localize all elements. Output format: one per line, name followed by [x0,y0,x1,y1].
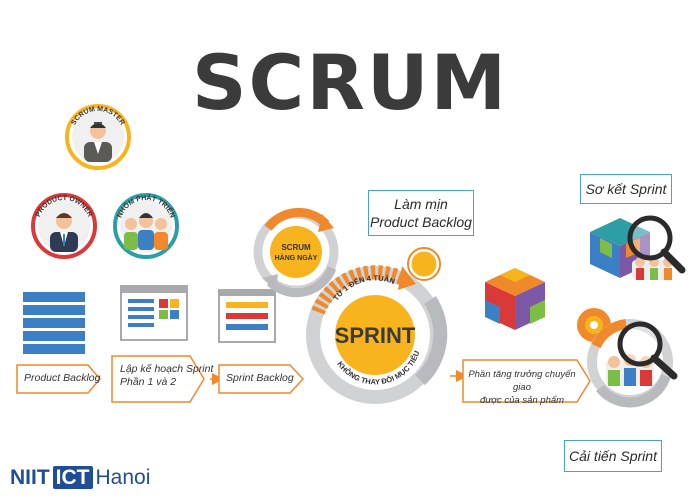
development-team-role [113,193,179,259]
sprint-cycle [306,247,448,404]
increment-line1: Phần tăng trưởng chuyển giao [468,369,576,393]
refine-line1: Làm mịn [394,196,448,212]
logo-part3: Hanoi [95,466,151,489]
daily-scrum-label-1: SCRUM [281,243,311,252]
refine-backlog-callout: Làm mịn Product Backlog [368,190,474,236]
daily-scrum-label-2: HÀNG NGÀY [275,253,318,262]
daily-scrum-cycle [253,207,339,298]
person-icon [84,122,112,162]
person-icon [50,213,78,252]
increment-line2: được của sản phẩm [479,395,565,406]
document-icon [120,285,188,341]
scrum-master-role [65,104,131,170]
refine-line2: Product Backlog [370,214,472,230]
sprint-retro-illustration [577,308,678,408]
magnifier-icon [617,321,678,380]
sprint-label: SPRINT [335,323,416,348]
page-title: SCRUM [191,38,509,127]
cube-icon [485,268,545,330]
sprint-planning-line2: Phần 1 và 2 [120,376,177,388]
logo-part1: NIIT [10,466,50,489]
sprint-planning-label: Lập kế hoạch Sprint Phần 1 và 2 [120,363,213,389]
document-icon [218,289,276,343]
magnifier-icon [627,215,686,274]
product-backlog-label: Product Backlog [24,372,101,384]
sprint-planning-line1: Lập kế hoạch Sprint [120,363,214,375]
increment-label: Phần tăng trưởng chuyển giao được của sả… [468,368,576,407]
person-icon [124,213,168,250]
sprint-backlog-label: Sprint Backlog [226,372,294,384]
sprint-retro-callout: Cải tiến Sprint [564,440,662,472]
logo-part2: ICT [52,466,93,489]
product-backlog-stack [23,292,85,354]
sprint-review-callout: Sơ kết Sprint [580,174,672,204]
product-owner-role [31,193,97,259]
sprint-review-illustration [590,215,686,280]
